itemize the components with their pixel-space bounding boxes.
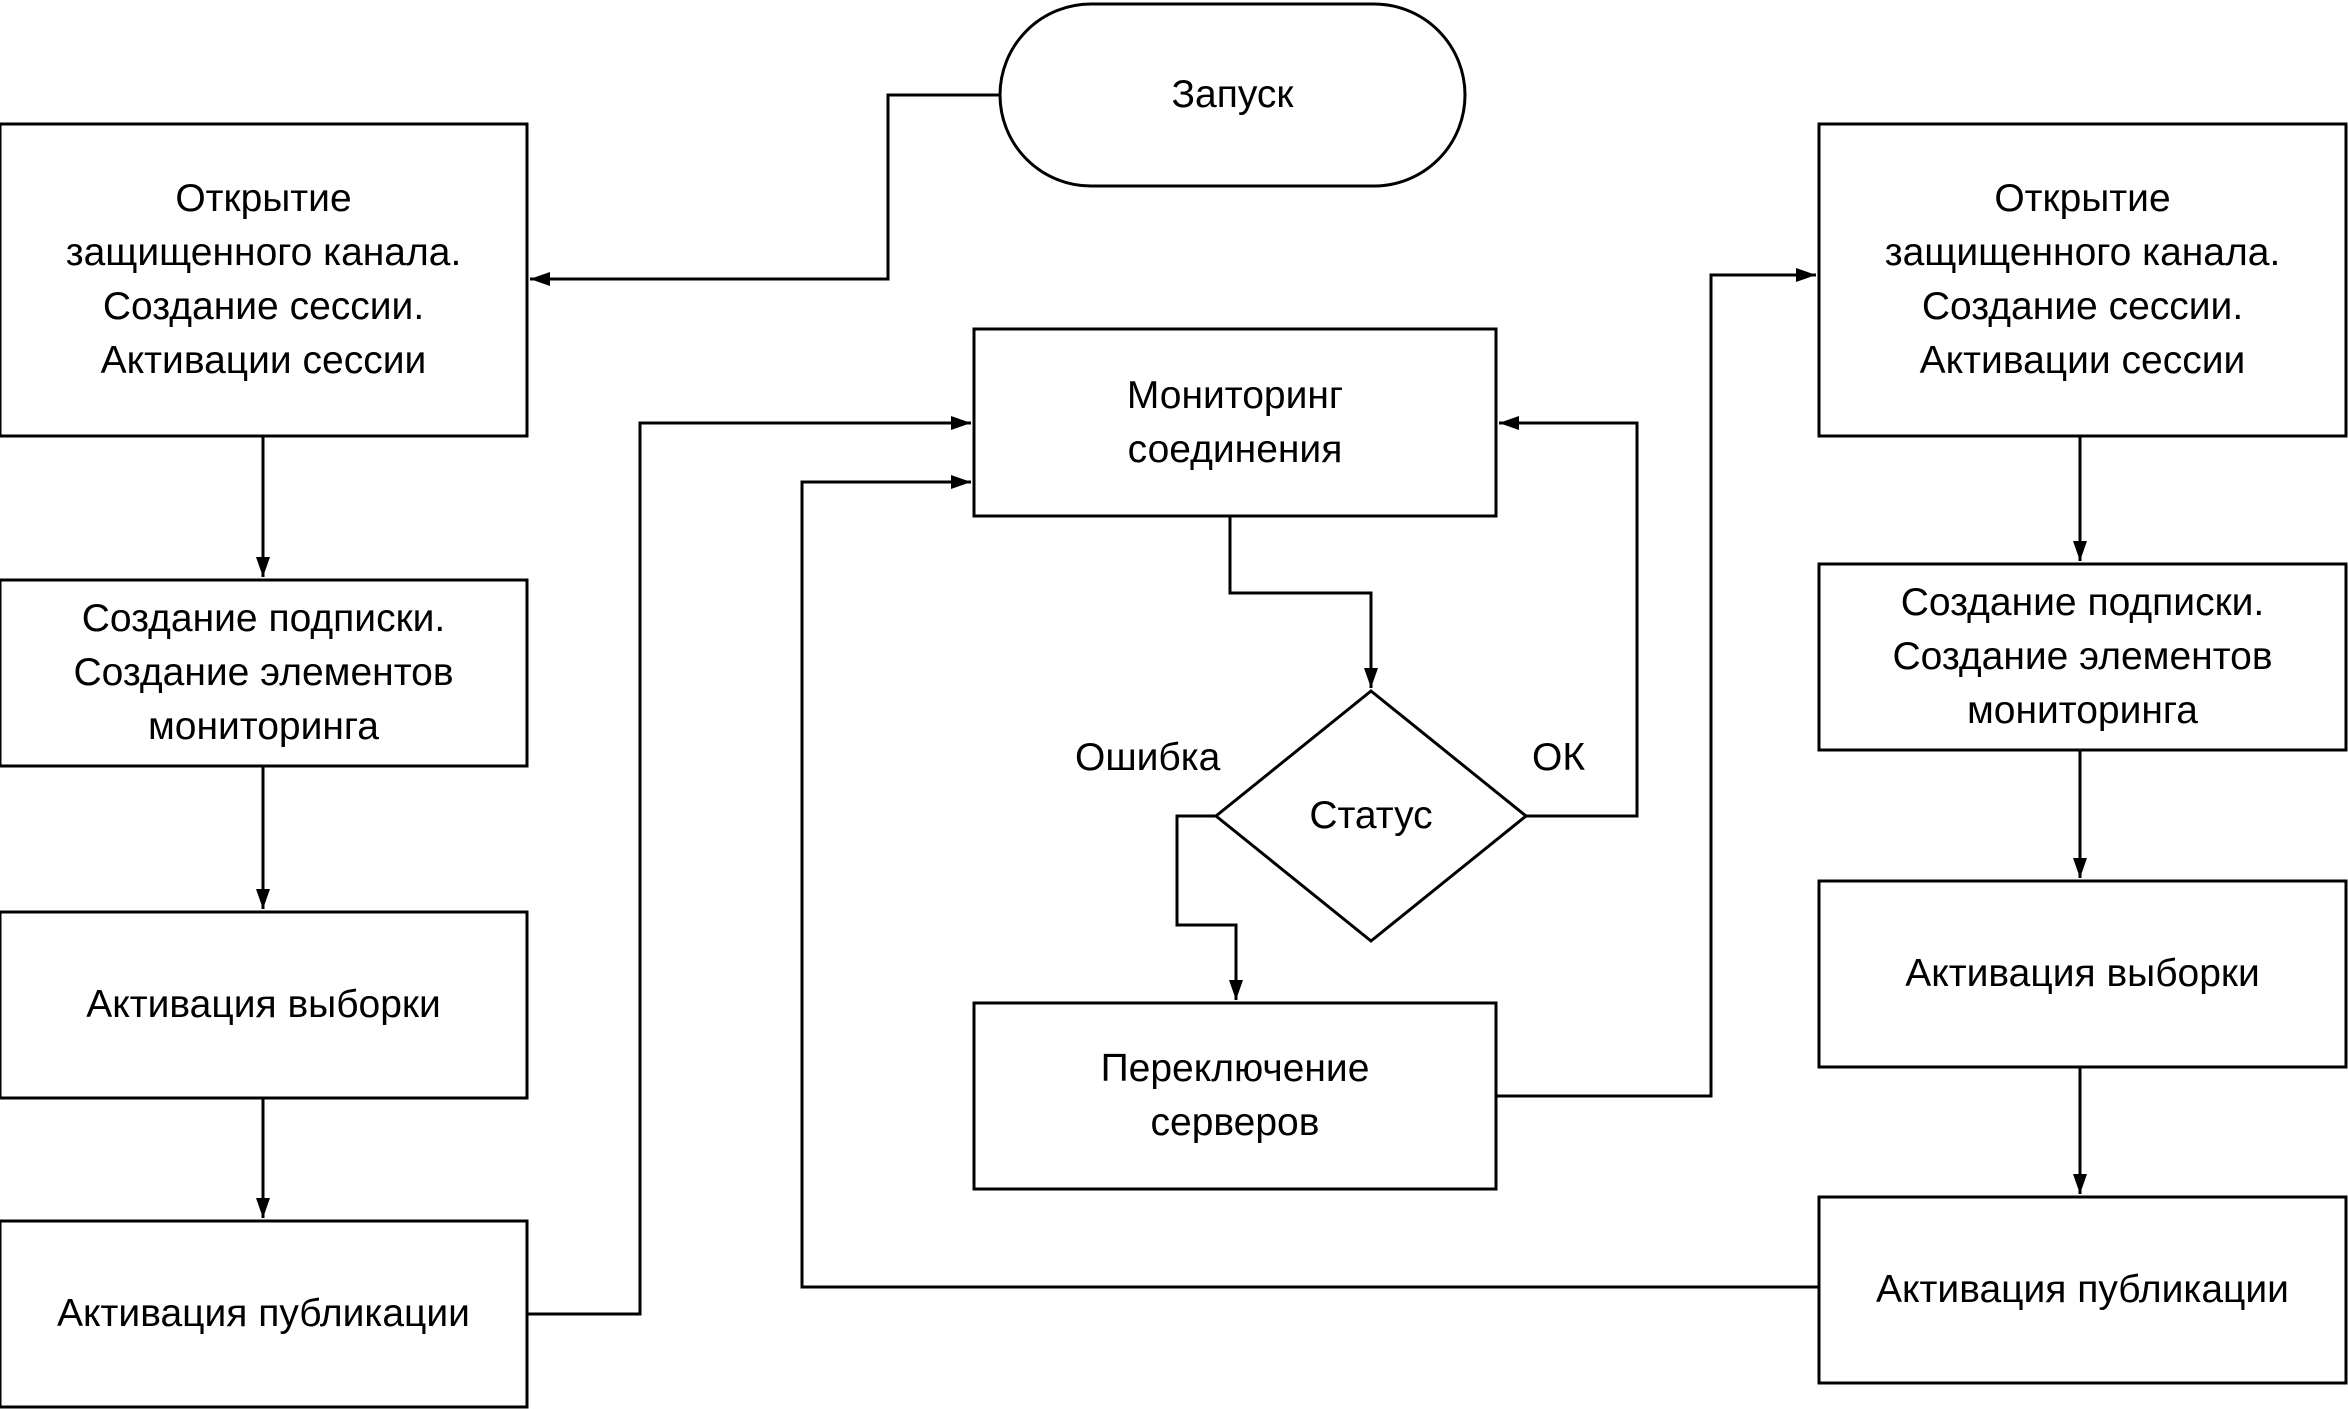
status-decision (1213, 689, 1529, 943)
error-edge-label: Ошибка (1075, 736, 1221, 779)
monitor-label: Мониторинг соединения (1126, 373, 1344, 471)
edge-status-error-to-switch (1175, 814, 1243, 1000)
edge-right-publish-to-monitor (800, 475, 1819, 1289)
left-open-label: Открытие защищенного канала. Создание се… (65, 177, 462, 382)
monitor-box (972, 327, 1498, 518)
right-sampling-label: Активация выборки (1905, 952, 2260, 996)
left-publish-label: Активация публикации (57, 1292, 470, 1336)
right-open-box (1817, 122, 2348, 438)
left-sampling-label: Активация выборки (86, 983, 441, 1027)
edge-left-publish-to-monitor (527, 416, 971, 1316)
switch-box (972, 1001, 1498, 1191)
left-subscribe-label: Создание подписки. Создание элементов мо… (73, 597, 454, 748)
edge-status-ok-to-monitor (1499, 416, 1639, 818)
right-sampling-box (1817, 879, 2348, 1069)
right-open-label: Открытие защищенного канала. Создание се… (1884, 177, 2281, 382)
left-open-box (0, 122, 529, 438)
edge-monitor-to-status (1228, 516, 1378, 688)
left-subscribe-box (0, 578, 529, 768)
right-publish-label: Активация публикации (1876, 1268, 2289, 1312)
right-publish-box (1817, 1195, 2348, 1385)
left-sampling-box (0, 910, 529, 1100)
edge-start-to-left-open (530, 93, 1000, 286)
status-label: Статус (1309, 794, 1433, 838)
start-label: Запуск (1171, 73, 1294, 117)
right-subscribe-label: Создание подписки. Создание элементов мо… (1892, 581, 2273, 732)
switch-label: Переключение серверов (1100, 1047, 1370, 1144)
ok-edge-label: ОК (1532, 736, 1586, 779)
edge-switch-to-right-open (1496, 268, 1816, 1098)
right-subscribe-box (1817, 562, 2348, 752)
